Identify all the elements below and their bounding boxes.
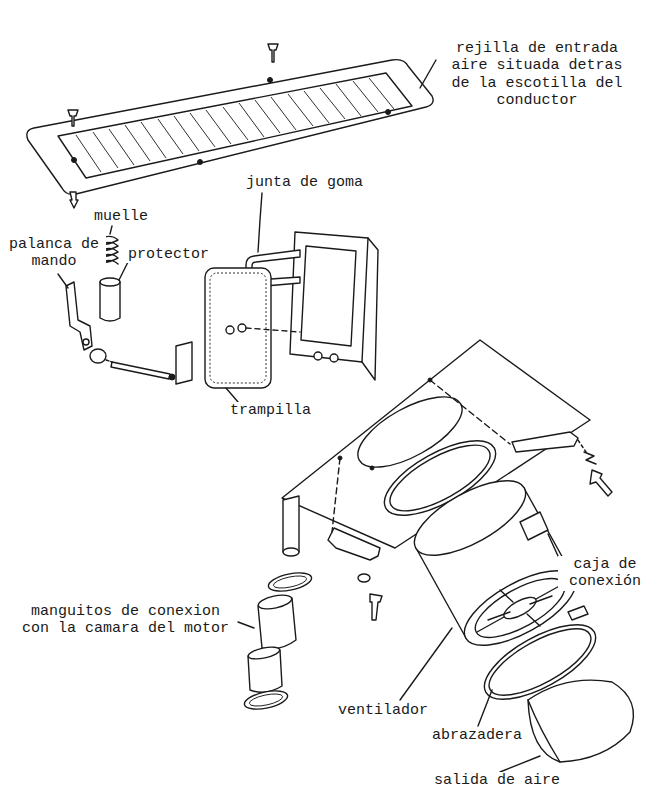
- axis-line: [106, 360, 112, 362]
- spring-washer: [584, 452, 596, 464]
- leader-line: [119, 262, 128, 280]
- screw: [268, 44, 278, 62]
- leader-line: [258, 193, 262, 252]
- connection-box: [520, 512, 548, 540]
- screw-hole: [386, 110, 391, 115]
- leader-line: [238, 622, 254, 628]
- hose-end: [247, 645, 280, 661]
- hose-clamp: [267, 570, 313, 595]
- axis-line: [332, 458, 340, 532]
- hinge-lug: [330, 354, 338, 362]
- part-label: rejilla de entrada aire situada detras d…: [440, 40, 634, 109]
- grille-opening: [58, 73, 412, 178]
- fan-bracket: [512, 432, 578, 452]
- hose-end: [257, 593, 293, 612]
- hinge-bushing: [226, 326, 234, 334]
- screw-hole: [268, 78, 273, 83]
- fan-hub: [501, 593, 539, 623]
- screw: [68, 110, 78, 126]
- leader-line: [548, 534, 558, 556]
- part-label: junta de goma: [244, 174, 365, 191]
- screw-hole: [198, 160, 203, 165]
- lever-pivot: [83, 339, 89, 345]
- trapdoor: [205, 268, 271, 388]
- part-label: trampilla: [228, 402, 313, 419]
- hose-clamp: [243, 688, 289, 713]
- part-label: ventilador: [336, 702, 430, 719]
- part-label: palanca de mando: [2, 236, 106, 271]
- rod-end: [169, 374, 175, 380]
- screw: [590, 470, 612, 496]
- screw-hole: [370, 466, 374, 470]
- trapdoor-seal: [210, 273, 266, 383]
- screw-hole: [72, 158, 77, 163]
- part-label: abrazadera: [430, 727, 524, 744]
- leader-line: [58, 274, 68, 288]
- protector-sleeve: [100, 282, 120, 321]
- hinge-lug: [314, 352, 322, 360]
- fan-rear-rim: [404, 466, 537, 570]
- protector-top: [100, 278, 120, 286]
- air-outlet: [528, 680, 633, 762]
- part-label: protector: [126, 246, 211, 263]
- screw: [370, 594, 382, 620]
- leader-line: [226, 388, 238, 402]
- leader-line: [420, 60, 436, 88]
- intake-housing-opening: [301, 246, 356, 346]
- fan-bracket: [328, 528, 380, 560]
- part-label: manguitos de conexion con la camara del …: [16, 603, 235, 638]
- clamp-latch: [568, 606, 588, 620]
- leader-line: [478, 690, 492, 726]
- part-label: caja de conexión: [558, 556, 652, 591]
- hinge-bushing: [238, 324, 246, 332]
- leader-line: [400, 628, 452, 700]
- housing-wall: [362, 238, 378, 380]
- part-label: salida de aire: [432, 772, 562, 789]
- part-label: muelle: [92, 208, 150, 225]
- control-rod: [111, 362, 170, 379]
- axis-line: [430, 380, 510, 444]
- intake-housing: [290, 232, 368, 362]
- bushing: [90, 349, 106, 363]
- axis-line: [246, 328, 300, 332]
- screw: [70, 192, 78, 208]
- grille-louvers: [76, 78, 394, 172]
- leader-line: [110, 226, 112, 234]
- axis-line: [578, 440, 586, 452]
- outlet-rim: [528, 700, 560, 762]
- grille-frame: [27, 60, 433, 195]
- plate-pipe: [283, 496, 299, 555]
- trapdoor-hinge: [176, 342, 192, 384]
- pipe-end: [283, 548, 299, 556]
- hose-clamp: [248, 692, 283, 709]
- fan-spokes: [477, 584, 563, 632]
- washer: [358, 574, 370, 582]
- hose-clamp: [272, 574, 307, 591]
- leader-line: [500, 756, 540, 772]
- control-lever: [66, 282, 92, 350]
